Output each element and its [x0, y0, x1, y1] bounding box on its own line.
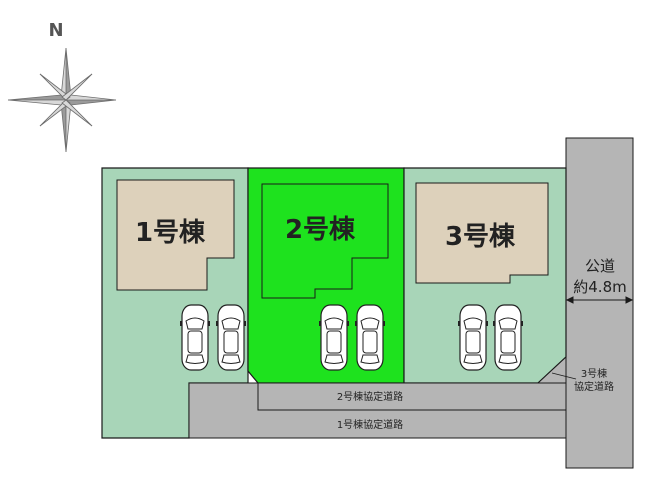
road-building-2 — [257, 382, 567, 411]
road-3-callout: 3号棟 協定道路 — [551, 367, 614, 393]
building-2-label: 2号棟 — [285, 215, 356, 245]
house-3-footprint — [415, 182, 549, 284]
public-road — [565, 137, 634, 469]
car-icon-lot-1-1 — [180, 304, 210, 371]
house-2-footprint — [261, 183, 389, 299]
car-icon-lot-1-2 — [216, 304, 246, 371]
building-3-label: 3号棟 — [445, 222, 516, 252]
road-building-3-label-line1: 3号棟 — [581, 367, 607, 380]
compass-star-icon — [7, 47, 117, 153]
house-1-footprint — [116, 179, 235, 291]
building-1-label: 1号棟 — [135, 218, 206, 248]
road-width-arrow-icon — [565, 296, 634, 304]
public-road-label: 公道 — [585, 257, 615, 275]
car-icon-lot-2-2 — [355, 304, 385, 371]
compass-rose: N — [7, 20, 117, 153]
road-building-3 — [536, 355, 567, 384]
car-icon-lot-3-2 — [493, 304, 523, 371]
public-road-label-bg — [569, 253, 631, 297]
road-building-2-label: 2号棟協定道路 — [337, 390, 403, 403]
public-road-width: 約4.8m — [573, 278, 626, 296]
north-label: N — [48, 20, 63, 41]
road-building-3-label-line2: 協定道路 — [574, 380, 614, 393]
car-icon-lot-2-1 — [319, 304, 349, 371]
road-building-1-label: 1号棟協定道路 — [337, 418, 403, 431]
parking-cars — [180, 304, 523, 371]
car-icon-lot-3-1 — [458, 304, 488, 371]
